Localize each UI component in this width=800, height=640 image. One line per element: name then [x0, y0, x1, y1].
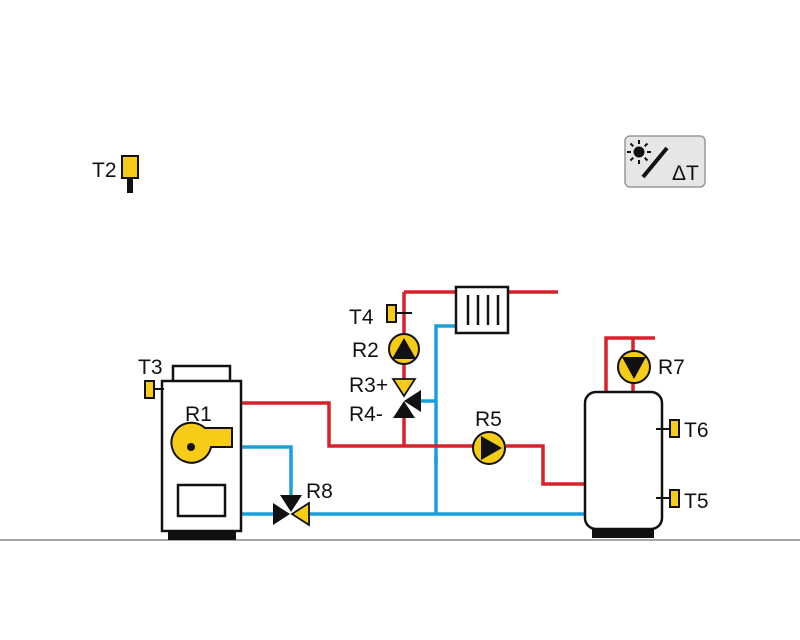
component-labels: T2 T3 R1 T4 R2 R3+ R4- R5 R8 R7 T6 T5 — [92, 159, 709, 513]
sensor-t2-icon — [121, 155, 139, 193]
label-t6: T6 — [684, 419, 709, 442]
cold-pipes — [241, 324, 640, 516]
sensor-t6-icon — [656, 419, 680, 438]
label-t4: T4 — [349, 306, 374, 329]
burner-r1-icon — [170, 421, 233, 464]
label-r8: R8 — [306, 480, 333, 503]
pump-r5-icon — [472, 431, 506, 465]
sensor-t5-icon — [656, 489, 680, 508]
mixing-valve-r8-icon — [273, 495, 310, 527]
sensor-t4-icon — [386, 304, 412, 323]
sensor-t3-icon — [144, 380, 164, 399]
label-r1: R1 — [185, 403, 212, 426]
mixing-valve-r3-r4-icon — [391, 378, 421, 418]
label-t3: T3 — [138, 356, 163, 379]
radiator-icon — [454, 285, 510, 335]
label-t2: T2 — [92, 159, 117, 182]
storage-tank — [583, 390, 664, 538]
label-r4: R4- — [349, 403, 383, 426]
sun-collector-icon — [627, 140, 669, 179]
pump-r2-icon — [388, 333, 420, 365]
label-r7: R7 — [658, 356, 685, 379]
pump-r7-icon — [617, 350, 651, 384]
label-r3: R3+ — [349, 374, 388, 397]
label-r5: R5 — [475, 408, 502, 431]
delta-t-label: ΔT — [672, 162, 699, 185]
label-r2: R2 — [352, 339, 379, 362]
solar-delta-t-badge: ΔT — [624, 135, 706, 188]
label-t5: T5 — [684, 490, 709, 513]
